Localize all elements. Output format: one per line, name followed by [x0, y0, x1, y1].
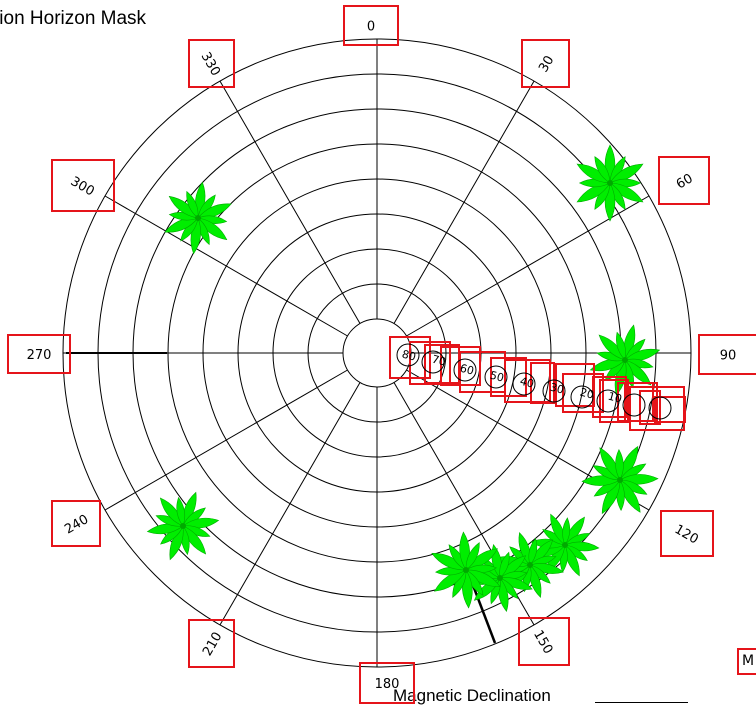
tree-leaf	[465, 542, 480, 571]
azimuth-label-210: 210	[188, 619, 235, 668]
tree-leaf	[186, 190, 199, 219]
tree-center	[607, 180, 613, 186]
elevation-marker-circle	[570, 385, 594, 409]
elevation-label-text: 10	[606, 390, 623, 406]
azimuth-box	[188, 39, 235, 88]
azimuth-label-270: 270	[7, 334, 71, 374]
tree-leaf	[616, 331, 627, 361]
elevation-label-text: 50	[488, 369, 505, 385]
elevation-marker-circle	[421, 350, 445, 374]
azimuth-label-90: 90	[698, 334, 756, 375]
elevation-label-box	[490, 357, 527, 397]
azimuth-label-240: 240	[51, 500, 101, 547]
tree-leaf	[562, 517, 571, 546]
azimuth-label-120: 120	[660, 510, 714, 557]
spoke-210	[219, 382, 361, 626]
azimuth-box	[521, 39, 570, 88]
tree-center	[622, 357, 628, 363]
elevation-label-text: 30	[548, 381, 565, 397]
tree-center	[527, 562, 533, 568]
spoke-330	[219, 80, 361, 324]
azimuth-label-330: 330	[188, 39, 235, 88]
elevation-label-box	[617, 382, 658, 422]
azimuth-box	[7, 334, 71, 374]
azimuth-label-0: 0	[343, 5, 399, 46]
azimuth-label-300: 300	[51, 159, 115, 212]
elevation-label-box	[599, 379, 629, 423]
azimuth-label-text: 60	[674, 171, 696, 192]
elevation-marker-circle	[453, 358, 477, 382]
azimuth-box	[518, 617, 570, 666]
elevation-label-text: 20	[578, 386, 595, 402]
spoke-60	[406, 195, 650, 337]
azimuth-box	[660, 510, 714, 557]
tree-icon	[530, 513, 600, 577]
elevation-label-text: 70	[430, 353, 447, 369]
tree-icon	[581, 445, 659, 515]
tree-icon	[146, 491, 220, 561]
tree-leaf	[499, 551, 510, 579]
magnetic-declination-line	[595, 702, 688, 703]
tree-icon	[576, 144, 644, 222]
azimuth-label-text: 0	[367, 20, 375, 35]
elevation-label-box	[530, 362, 555, 404]
azimuth-box	[658, 156, 710, 205]
spoke-30	[393, 80, 535, 324]
azimuth-box	[698, 334, 756, 375]
azimuth-label-text: 30	[536, 53, 557, 75]
elevation-marker-circle	[596, 389, 620, 413]
elevation-marker-circle	[484, 365, 508, 389]
elevation-marker-circle	[396, 343, 420, 367]
spoke-240	[104, 369, 348, 511]
tree-center	[180, 523, 186, 529]
azimuth-label-180: 180	[359, 662, 415, 704]
elevation-label-box	[639, 390, 661, 425]
azimuth-box	[188, 619, 235, 668]
tree-center	[497, 575, 503, 581]
elevation-marker-circle	[622, 393, 646, 417]
diagram-title: tion Horizon Mask	[0, 8, 147, 29]
elevation-label-chain: 80 70 60 50 40 30 20 10	[389, 336, 686, 431]
azimuth-label-150: 150	[518, 617, 570, 666]
elevation-label-box	[562, 373, 604, 413]
elevation-marker-circle	[648, 396, 672, 420]
azimuth-label-text: 90	[720, 349, 737, 364]
elevation-ring-0	[342, 318, 412, 388]
azimuth-box	[343, 5, 399, 46]
azimuth-label-boxes: 0 30 60 90 120 150 180 210 240 270 300 330	[7, 5, 756, 704]
azimuth-box	[51, 500, 101, 547]
tree-icon	[164, 181, 232, 255]
spoke-300	[104, 195, 348, 337]
azimuth-label-text: 270	[27, 348, 52, 363]
edge-label-box: M	[737, 648, 756, 675]
elevation-label-text: 60	[458, 362, 475, 378]
azimuth-box	[51, 159, 115, 212]
azimuth-label-60: 60	[658, 156, 710, 205]
tree-icon	[431, 531, 501, 609]
elevation-marker-circle	[542, 379, 566, 403]
tree-center	[562, 542, 568, 548]
tree-leaf	[615, 448, 624, 481]
magnetic-declination-label: Magnetic Declination	[393, 686, 551, 705]
azimuth-label-text: 180	[375, 677, 400, 692]
azimuth-label-30: 30	[521, 39, 570, 88]
azimuth-box	[359, 662, 415, 704]
tree-center	[617, 477, 623, 483]
tree-center	[195, 215, 201, 221]
elevation-label-box	[654, 396, 686, 423]
tree-leaf	[528, 537, 538, 566]
elevation-label-text: 40	[518, 375, 535, 391]
tree-center	[463, 567, 469, 573]
tree-leaf	[594, 156, 611, 184]
elevation-label-text: 80	[400, 348, 417, 364]
elevation-marker-circle	[512, 372, 536, 396]
magnetic-declination-marker	[469, 579, 497, 644]
tree-icon	[589, 324, 661, 396]
tree-leaf	[176, 496, 186, 527]
tree-obstructions	[146, 144, 661, 613]
